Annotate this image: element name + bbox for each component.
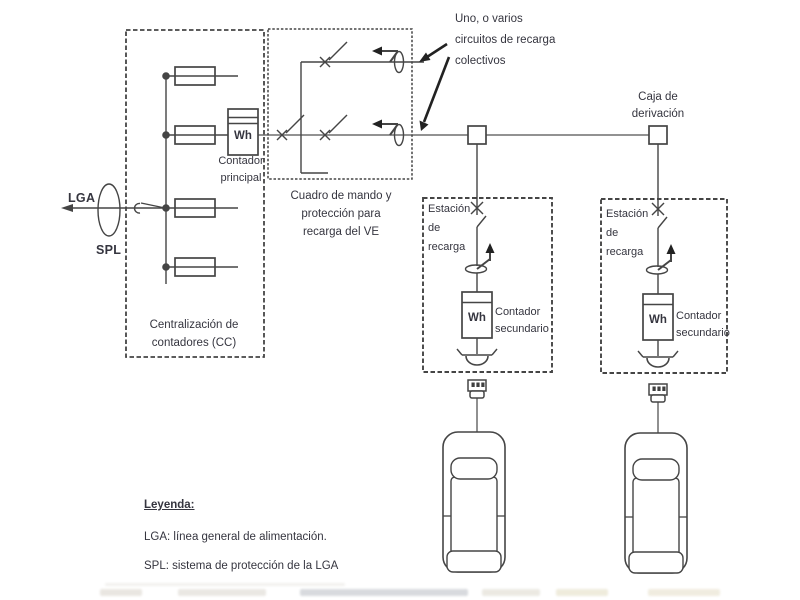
derivation-box-2 — [648, 125, 668, 145]
disconnect-x-icon — [470, 201, 484, 215]
station-meter-caption-line: secundario — [495, 323, 549, 335]
windshield — [450, 457, 498, 480]
annotation-arrows — [419, 42, 451, 131]
main-meter-caption-line: Contador — [218, 155, 264, 167]
rcd-symbol — [645, 244, 676, 275]
charging-station-2 — [600, 144, 728, 374]
secondary-meter — [461, 291, 493, 339]
station-caption-line: recarga — [428, 241, 466, 253]
collective-circuits-annotation: Uno, o varios circuitos de recarga colec… — [455, 9, 555, 72]
rcd-symbol — [464, 243, 495, 274]
station2-caption: Estación de recarga — [606, 205, 648, 262]
legend-item-lga: LGA: línea general de alimentación. — [144, 531, 327, 543]
socket-outlet-icon — [637, 350, 679, 368]
station-box — [422, 197, 553, 373]
windshield — [632, 458, 680, 481]
rcd-symbol — [372, 46, 405, 74]
centralization-caption: Centralización de contadores (CC) — [150, 316, 239, 352]
lga-feed-line — [61, 183, 166, 237]
centralization-caption-line: contadores (CC) — [151, 337, 237, 349]
distribution-bus — [162, 72, 170, 284]
rcd-symbol — [372, 119, 405, 147]
junction-dot — [162, 72, 170, 80]
control-panel-box — [267, 28, 413, 180]
station-caption-line: de — [606, 227, 619, 239]
station1-caption: Estación de recarga — [428, 200, 470, 257]
junction-dot — [162, 131, 170, 139]
legend-item-spl: SPL: sistema de protección de la LGA — [144, 560, 339, 572]
annotation-line: circuitos de recarga — [455, 34, 556, 46]
switch-blade-icon — [657, 216, 668, 229]
annotation-line: Uno, o varios — [455, 13, 523, 25]
fuse-symbol — [169, 198, 238, 218]
station-meter-caption-line: secundario — [676, 327, 730, 339]
fuse-symbol — [169, 125, 228, 145]
main-meter-caption-line: principal — [220, 172, 262, 184]
station-caption-line: Estación — [606, 208, 649, 220]
annotation-line: colectivos — [455, 55, 506, 67]
switch-contact-icon — [133, 202, 141, 214]
switch-blade-icon — [476, 215, 487, 228]
meter-centralization-box — [125, 29, 265, 358]
station1-meter-caption: Contador secundario — [495, 304, 549, 338]
derivation-box-1 — [467, 125, 487, 145]
station-caption-line: Estación — [428, 203, 471, 215]
station1-wh-label: Wh — [468, 312, 486, 324]
vehicle-1 — [442, 431, 506, 573]
lga-label: LGA — [68, 191, 96, 205]
derivation-box-caption: Caja de derivación — [632, 89, 684, 123]
derivation-box-caption-line: Caja de — [638, 91, 678, 103]
main-meter-caption: Contador principal — [218, 153, 263, 187]
junction-dot — [162, 263, 170, 271]
control-panel-caption-line: Cuadro de mando y — [290, 190, 392, 202]
spl-label: SPL — [96, 243, 122, 257]
station-meter-caption-line: Contador — [676, 310, 722, 322]
arrowhead-icon — [419, 52, 431, 62]
rear-bumper — [446, 550, 502, 573]
disconnect-x-icon — [319, 129, 331, 141]
switch-blade-icon — [328, 41, 348, 61]
control-panel-caption-line: recarga del VE — [302, 226, 380, 238]
station-caption-line: de — [428, 222, 441, 234]
disconnect-x-icon — [651, 202, 665, 216]
station-box — [600, 198, 728, 374]
junction-dot — [162, 204, 170, 212]
station-caption-line: recarga — [606, 246, 644, 258]
plug-connector-icon — [648, 383, 668, 434]
control-panel-caption-line: protección para — [301, 208, 381, 220]
arrowhead-icon — [419, 120, 429, 131]
disconnect-x-icon — [276, 129, 288, 141]
vehicle-2 — [624, 432, 688, 574]
derivation-box-caption-line: derivación — [631, 108, 685, 120]
main-meter — [227, 108, 259, 156]
station2-meter-caption: Contador secundario — [676, 308, 730, 342]
disconnect-x-icon — [319, 56, 331, 68]
socket-outlet-icon — [456, 348, 498, 366]
fuse-symbol — [169, 66, 238, 86]
fuse-symbol — [169, 257, 238, 277]
plug-connector-icon — [467, 379, 487, 433]
control-panel-circuits — [276, 41, 424, 174]
charging-station-1 — [422, 144, 553, 373]
control-panel-caption: Cuadro de mando y protección para recarg… — [290, 187, 391, 241]
station-meter-caption-line: Contador — [495, 306, 541, 318]
centralization-caption-line: Centralización de — [149, 319, 239, 331]
station2-wh-label: Wh — [649, 314, 667, 326]
switch-blade-icon — [328, 114, 348, 134]
spl-protection-icon — [97, 183, 121, 237]
switch-blade-icon — [140, 202, 166, 209]
rear-bumper — [628, 551, 684, 574]
arrowhead-left-icon — [61, 204, 73, 212]
legend-title: Leyenda: — [144, 499, 195, 511]
main-meter-wh-label: Wh — [234, 130, 252, 142]
